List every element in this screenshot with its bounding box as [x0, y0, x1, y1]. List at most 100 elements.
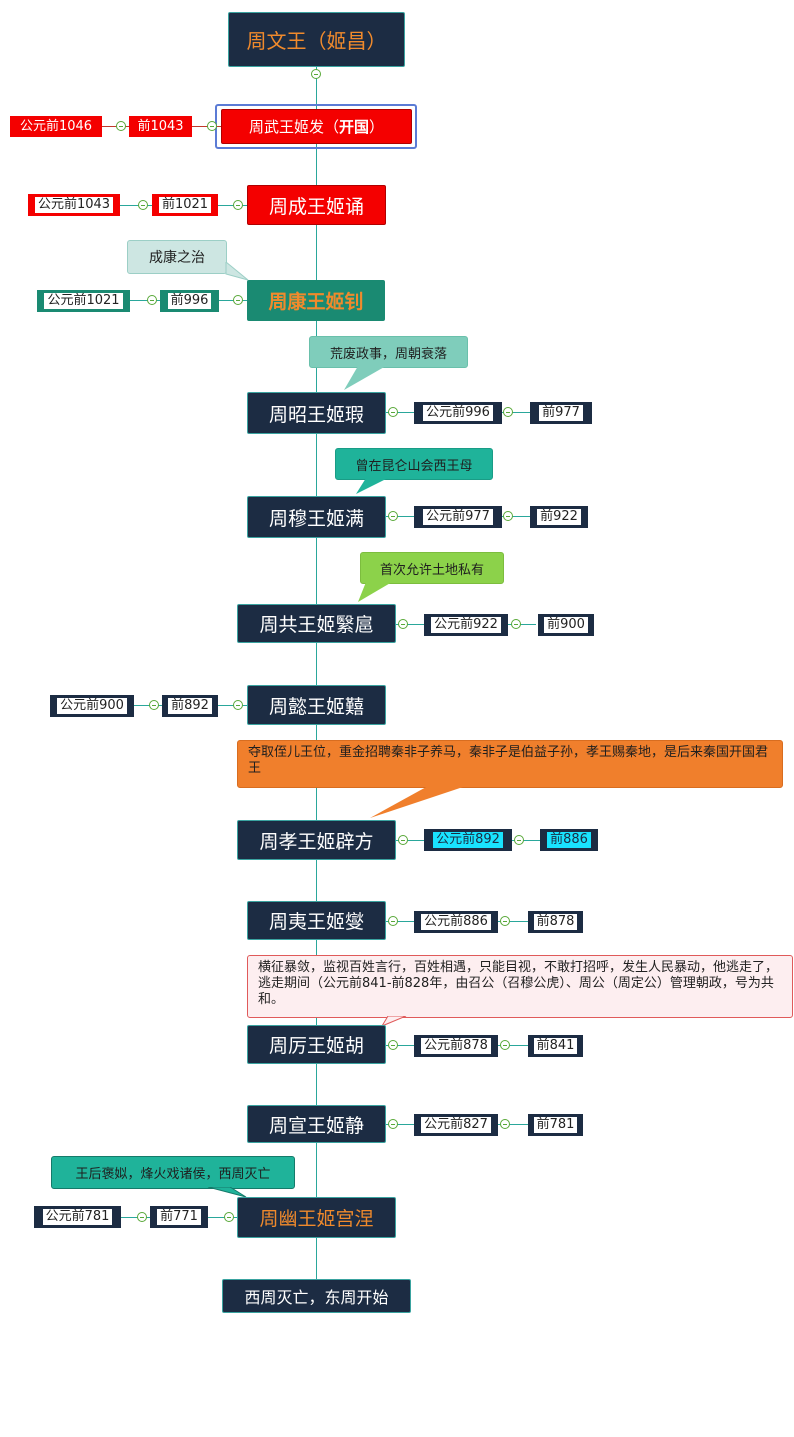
king-node-xiao-wang[interactable]: 周孝王姬辟方 — [237, 820, 396, 860]
collapse-toggle-icon[interactable] — [511, 619, 521, 629]
reign-end-text: 前996 — [167, 293, 212, 309]
reign-end-date[interactable]: 前1021 — [152, 194, 218, 216]
collapse-toggle-icon[interactable] — [398, 835, 408, 845]
collapse-toggle-icon[interactable] — [147, 295, 157, 305]
collapse-toggle-icon[interactable] — [233, 295, 243, 305]
reign-end-date[interactable]: 前771 — [150, 1206, 208, 1228]
collapse-toggle-icon[interactable] — [388, 511, 398, 521]
reign-start-text: 公元前892 — [433, 832, 503, 848]
king-node-yi-wang[interactable]: 周懿王姬囏 — [247, 685, 386, 725]
king-name: 周共王姬繄扈 — [259, 614, 374, 636]
reign-end-date[interactable]: 前781 — [528, 1114, 583, 1136]
king-node-wu-wang[interactable]: 周武王姬发（开国） — [221, 109, 412, 144]
note-li-wang[interactable]: 横征暴敛，监视百姓言行，百姓相遇，只能目视，不敢打招呼，发生人民暴动，他逃走了，… — [247, 955, 793, 1018]
reign-end-date[interactable]: 前841 — [528, 1035, 583, 1057]
reign-end-date[interactable]: 前886 — [540, 829, 598, 851]
king-name: 周康王姬钊 — [268, 291, 364, 313]
reign-start-date[interactable]: 公元前996 — [414, 402, 502, 424]
reign-start-date[interactable]: 公元前892 — [424, 829, 512, 851]
note-gong-wang[interactable]: 首次允许土地私有 — [360, 552, 504, 584]
king-node-li-wang[interactable]: 周厉王姬胡 — [247, 1025, 386, 1064]
collapse-toggle-icon[interactable] — [503, 511, 513, 521]
collapse-toggle-icon[interactable] — [388, 1040, 398, 1050]
note-mu-wang[interactable]: 曾在昆仑山会西王母 — [335, 448, 493, 480]
reign-start-text: 公元前886 — [421, 914, 491, 930]
king-node-gong-wang[interactable]: 周共王姬繄扈 — [237, 604, 396, 643]
end-node[interactable]: 西周灭亡，东周开始 — [222, 1279, 411, 1313]
king-node-zhao-wang[interactable]: 周昭王姬瑕 — [247, 392, 386, 434]
reign-end-date[interactable]: 前922 — [530, 506, 588, 528]
reign-end-date[interactable]: 前977 — [530, 402, 592, 424]
reign-end-date[interactable]: 前1043 — [129, 116, 192, 137]
collapse-toggle-icon[interactable] — [500, 916, 510, 926]
note-zhao-wang[interactable]: 荒废政事，周朝衰落 — [309, 336, 468, 368]
note-cheng-kang[interactable]: 成康之治 — [127, 240, 227, 274]
note-pointer — [358, 582, 392, 602]
reign-start-text: 公元前781 — [42, 1209, 113, 1225]
root-node-zhou-wen-wang[interactable]: 周文王（姬昌） — [228, 12, 405, 67]
collapse-toggle-icon[interactable] — [388, 1119, 398, 1129]
collapse-toggle-icon[interactable] — [149, 700, 159, 710]
reign-end-text: 前892 — [168, 698, 212, 714]
king-name: 周宣王姬静 — [268, 1114, 364, 1137]
note-pointer — [344, 366, 386, 390]
reign-end-date[interactable]: 前996 — [160, 290, 219, 312]
reign-start-text: 公元前900 — [57, 698, 127, 714]
reign-start-date[interactable]: 公元前1043 — [28, 194, 120, 216]
collapse-toggle-icon[interactable] — [500, 1119, 510, 1129]
reign-end-text: 前841 — [533, 1038, 578, 1054]
reign-start-date[interactable]: 公元前1021 — [37, 290, 130, 312]
collapse-toggle-icon[interactable] — [233, 200, 243, 210]
note-xiao-wang[interactable]: 夺取侄儿王位，重金招聘秦非子养马，秦非子是伯益子孙，孝王赐秦地，是后来秦国开国君… — [237, 740, 783, 788]
reign-start-date[interactable]: 公元前878 — [414, 1035, 498, 1057]
collapse-toggle-icon[interactable] — [500, 1040, 510, 1050]
reign-end-date[interactable]: 前900 — [538, 614, 594, 636]
reign-end-text: 前977 — [539, 405, 583, 421]
collapse-toggle-icon[interactable] — [224, 1212, 234, 1222]
collapse-toggle-icon[interactable] — [388, 407, 398, 417]
king-node-kang-wang[interactable]: 周康王姬钊 — [247, 280, 385, 321]
note-you-wang[interactable]: 王后褒姒，烽火戏诸侯，西周灭亡 — [51, 1156, 295, 1189]
king-node-mu-wang[interactable]: 周穆王姬满 — [247, 496, 386, 538]
collapse-toggle-icon[interactable] — [398, 619, 408, 629]
reign-start-date[interactable]: 公元前922 — [424, 614, 508, 636]
reign-start-text: 公元前827 — [421, 1117, 491, 1133]
note-text: 横征暴敛，监视百姓言行，百姓相遇，只能目视，不敢打招呼，发生人民暴动，他逃走了，… — [258, 960, 779, 1007]
king-node-yi-wang-xie[interactable]: 周夷王姬燮 — [247, 901, 386, 940]
reign-start-date[interactable]: 公元前827 — [414, 1114, 498, 1136]
king-name: 周昭王姬瑕 — [268, 403, 364, 426]
reign-start-date[interactable]: 公元前900 — [50, 695, 134, 717]
reign-end-date[interactable]: 前892 — [162, 695, 218, 717]
note-pointer — [225, 262, 249, 281]
collapse-toggle-icon[interactable] — [514, 835, 524, 845]
collapse-toggle-icon[interactable] — [207, 121, 217, 131]
reign-start-text: 公元前1021 — [44, 293, 123, 309]
reign-end-text: 前781 — [533, 1117, 578, 1133]
reign-start-date[interactable]: 公元前977 — [414, 506, 502, 528]
reign-start-date[interactable]: 公元前886 — [414, 911, 498, 933]
collapse-toggle-icon[interactable] — [503, 407, 513, 417]
collapse-toggle-icon[interactable] — [388, 916, 398, 926]
collapse-toggle-icon[interactable] — [233, 700, 243, 710]
note-text: 曾在昆仑山会西王母 — [355, 458, 473, 474]
king-node-cheng-wang[interactable]: 周成王姬诵 — [247, 185, 386, 225]
reign-start-date[interactable]: 公元前1046 — [10, 116, 102, 137]
reign-start-date[interactable]: 公元前781 — [34, 1206, 121, 1228]
king-node-xuan-wang[interactable]: 周宣王姬静 — [247, 1105, 386, 1143]
reign-end-text: 前878 — [533, 914, 578, 930]
note-text: 王后褒姒，烽火戏诸侯，西周灭亡 — [75, 1167, 271, 1182]
king-node-you-wang[interactable]: 周幽王姬宫涅 — [237, 1197, 396, 1238]
note-pointer — [370, 786, 466, 818]
collapse-toggle-icon[interactable] — [116, 121, 126, 131]
reign-start-text: 公元前922 — [431, 617, 501, 633]
collapse-toggle-icon[interactable] — [311, 69, 321, 79]
king-name: 周懿王姬囏 — [268, 695, 364, 718]
collapse-toggle-icon[interactable] — [137, 1212, 147, 1222]
king-name: 周夷王姬燮 — [268, 911, 364, 933]
king-name: 周厉王姬胡 — [268, 1035, 364, 1057]
reign-end-text: 前900 — [544, 617, 588, 633]
reign-end-date[interactable]: 前878 — [528, 911, 583, 933]
collapse-toggle-icon[interactable] — [138, 200, 148, 210]
king-name: 周孝王姬辟方 — [259, 830, 374, 853]
note-text: 荒废政事，周朝衰落 — [329, 346, 447, 362]
